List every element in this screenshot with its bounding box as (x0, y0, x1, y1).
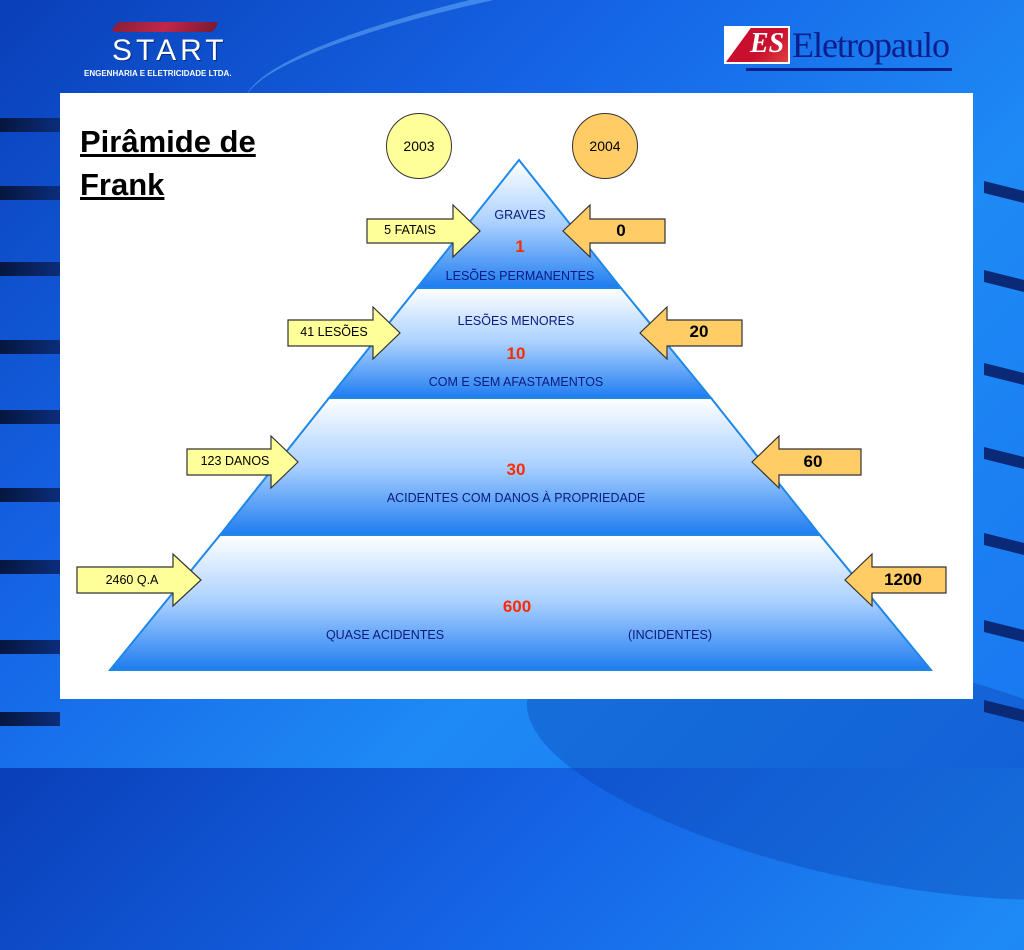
page-title-line2: Frank (80, 167, 165, 202)
right-arrow-2-value: 20 (689, 322, 709, 341)
right-arrow-1-value: 0 (616, 221, 626, 240)
start-logo-text: START (112, 34, 228, 67)
eletropaulo-logo-underline (746, 68, 952, 71)
right-arrow-4-value: 1200 (884, 570, 922, 589)
level-4-bottom-left-text: QUASE ACIDENTES (325, 628, 445, 642)
start-logo: START ENGENHARIA E ELETRICIDADE LTDA. (80, 22, 250, 82)
left-arrow-4 (76, 552, 202, 608)
left-arrow-1 (366, 203, 481, 259)
left-decor-bars (0, 0, 60, 768)
page-title: Pirâmide de Frank (80, 120, 310, 206)
year-2003-circle: 2003 (386, 113, 452, 179)
right-arrow-3 (751, 434, 862, 490)
eletropaulo-logo: ES Eletropaulo (724, 24, 954, 78)
left-arrow-1-label: 5 FATAIS (384, 223, 436, 237)
left-arrow-2 (287, 305, 401, 361)
left-arrow-4-label: 2460 Q.A (105, 573, 159, 587)
level-2-bottom-text: COM E SEM AFASTAMENTOS (428, 375, 604, 389)
level-1-top-text: GRAVES (494, 208, 546, 222)
eletropaulo-logo-text: Eletropaulo (792, 25, 950, 65)
left-arrow-2-label: 41 LESÕES (300, 325, 368, 339)
level-2-top-text: LESÕES MENORES (457, 314, 575, 328)
level-1-bottom-text: LESÕES PERMANENTES (445, 269, 595, 283)
level-4-value: 600 (502, 597, 532, 616)
left-arrow-3-label: 123 DANOS (200, 454, 270, 468)
page-title-line1: Pirâmide de (80, 124, 256, 159)
year-2004-circle: 2004 (572, 113, 638, 179)
pyramid-diagram (76, 158, 947, 671)
start-logo-subtitle: ENGENHARIA E ELETRICIDADE LTDA. (84, 69, 232, 78)
right-arrow-2 (639, 305, 743, 361)
level-2-value: 10 (506, 344, 526, 363)
level-4-bottom-right-text: (INCIDENTES) (627, 628, 713, 642)
right-arrow-3-value: 60 (803, 452, 823, 471)
level-1-value: 1 (515, 237, 525, 256)
left-arrow-3 (186, 434, 299, 490)
level-3-bottom-text: ACIDENTES COM DANOS À PROPRIEDADE (386, 491, 646, 505)
pyramid-level-4 (107, 534, 934, 671)
eletropaulo-logo-es: ES (750, 28, 785, 59)
right-arrow-4 (844, 552, 947, 608)
level-3-value: 30 (506, 460, 526, 479)
right-arrow-1 (562, 203, 666, 259)
